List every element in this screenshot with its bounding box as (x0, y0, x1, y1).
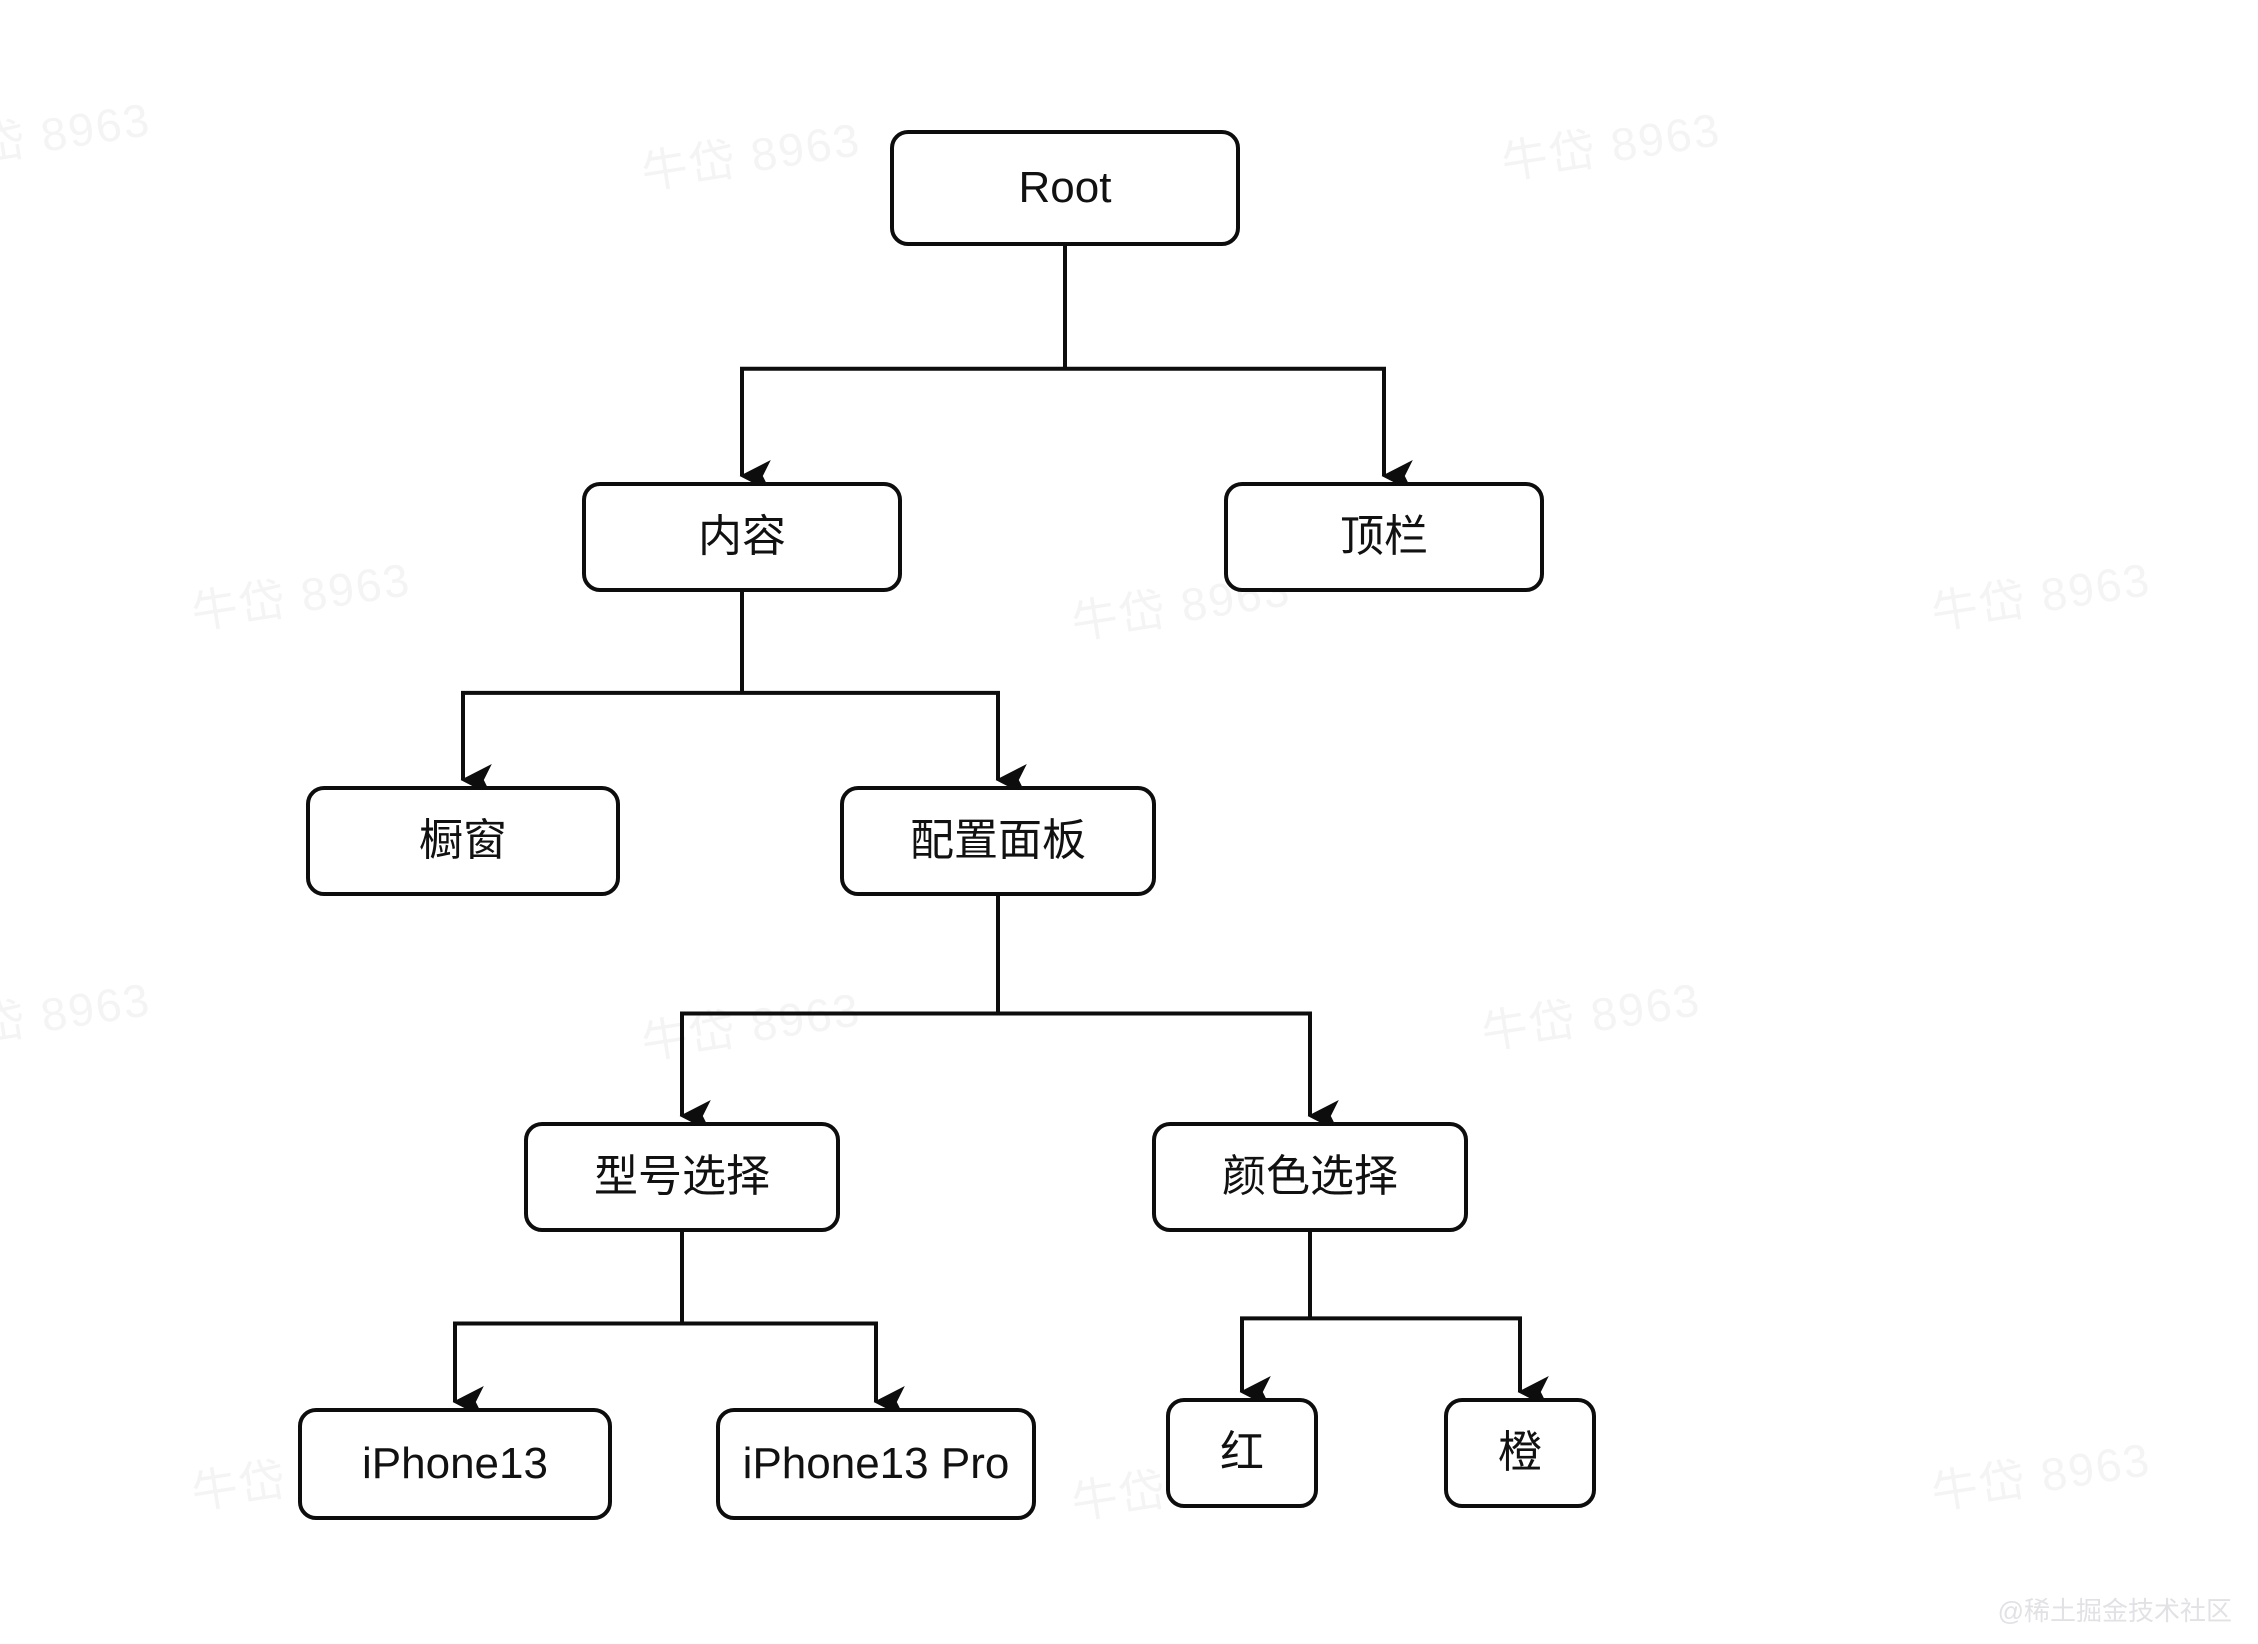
edge-content-showcase (460, 690, 742, 797)
node-modelsel[interactable]: 型号选择 (524, 1122, 840, 1232)
node-colorsel[interactable]: 颜色选择 (1152, 1122, 1468, 1232)
node-configpanel[interactable]: 配置面板 (840, 786, 1156, 896)
edge-modelsel-iphone13pro (682, 1321, 905, 1419)
node-iphone13[interactable]: iPhone13 (298, 1408, 612, 1520)
edge-content-configpanel (742, 690, 1027, 797)
edge-colorsel-orange (1310, 1316, 1549, 1409)
edge-colorsel-red (1239, 1316, 1310, 1409)
node-red[interactable]: 红 (1166, 1398, 1318, 1508)
node-label: 颜色选择 (1222, 1152, 1398, 1201)
edge-modelsel-iphone13 (452, 1321, 682, 1419)
node-label: 顶栏 (1340, 512, 1428, 561)
edge-layer (452, 246, 1549, 1419)
node-label: Root (1018, 163, 1112, 212)
node-label: 型号选择 (594, 1152, 770, 1201)
node-iphone13pro[interactable]: iPhone13 Pro (716, 1408, 1036, 1520)
node-label: iPhone13 Pro (742, 1439, 1010, 1488)
site-credit-watermark: @稀土掘金技术社区 (1997, 1596, 2232, 1626)
edge-root-content (739, 366, 1065, 493)
node-label: 橱窗 (419, 816, 507, 865)
edge-configpanel-modelsel (679, 1011, 998, 1133)
node-label: 内容 (698, 512, 786, 561)
edge-configpanel-colorsel (998, 1011, 1339, 1133)
node-label: 配置面板 (910, 816, 1086, 865)
node-orange[interactable]: 橙 (1444, 1398, 1596, 1508)
node-content[interactable]: 内容 (582, 482, 902, 592)
node-showcase[interactable]: 橱窗 (306, 786, 620, 896)
node-label: 红 (1220, 1428, 1264, 1477)
node-root[interactable]: Root (890, 130, 1240, 246)
node-label: 橙 (1498, 1428, 1542, 1477)
edge-root-topbar (1065, 366, 1413, 493)
node-topbar[interactable]: 顶栏 (1224, 482, 1544, 592)
node-label: iPhone13 (362, 1439, 548, 1488)
